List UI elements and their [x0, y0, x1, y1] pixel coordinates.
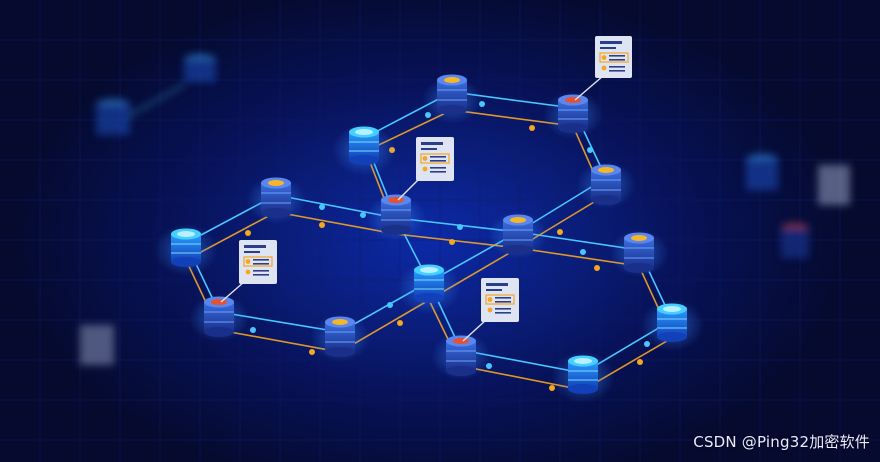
- database-node: [332, 124, 396, 176]
- blurred-background-nodes: [80, 54, 850, 365]
- watermark-text: CSDN @Ping32加密软件: [693, 433, 870, 451]
- document-card: [416, 137, 454, 181]
- database-node: [310, 314, 370, 362]
- database-node: [189, 294, 249, 342]
- database-node: [576, 161, 636, 209]
- database-node: [640, 299, 704, 351]
- database-nodes: [154, 74, 704, 403]
- database-node: [397, 262, 461, 314]
- light-beams: [181, 13, 762, 347]
- database-node: [431, 332, 491, 380]
- database-node: [488, 211, 548, 259]
- database-node: [366, 194, 426, 242]
- document-card: [239, 240, 277, 284]
- document-card: [595, 36, 632, 78]
- database-node: [422, 74, 482, 124]
- database-node: [551, 351, 615, 403]
- document-card: [481, 278, 519, 322]
- document-cards: [220, 36, 632, 342]
- database-node: [154, 224, 218, 276]
- database-node: [609, 229, 669, 277]
- database-node: [543, 91, 603, 139]
- database-node: [246, 176, 306, 224]
